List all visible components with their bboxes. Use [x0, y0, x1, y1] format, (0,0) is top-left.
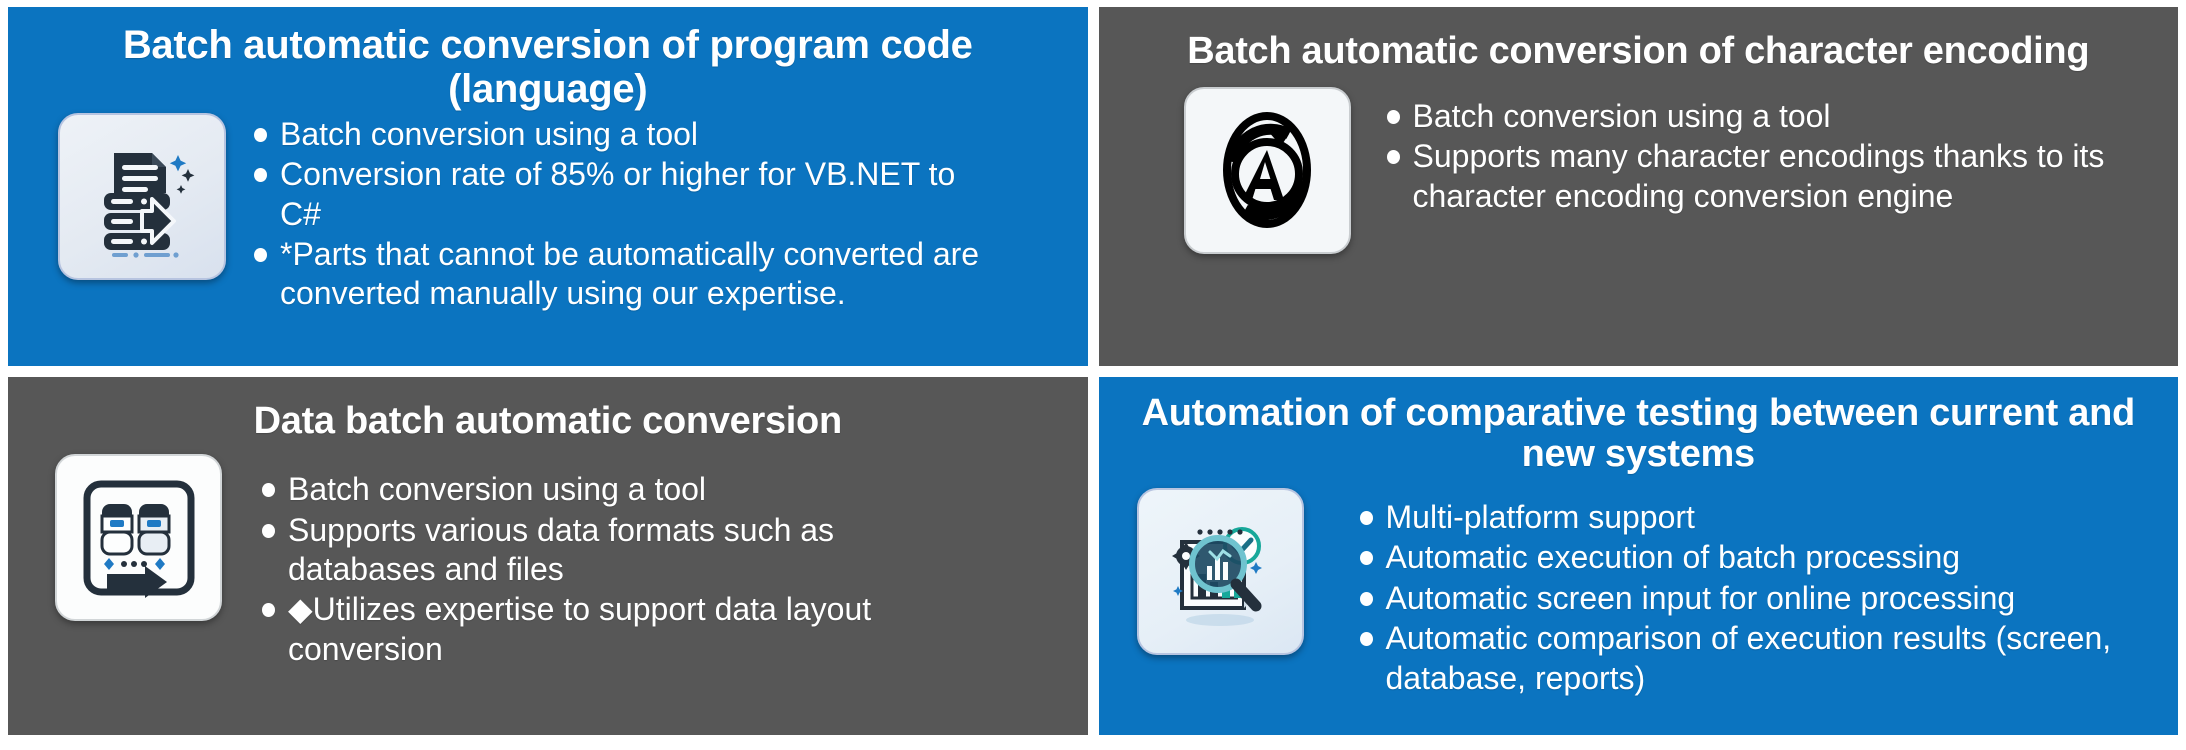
- feature-panel-grid: Batch automatic conversion of program co…: [8, 7, 2178, 735]
- panel-body: Batch conversion using a tool Conversion…: [8, 109, 1088, 366]
- list-item: Automatic execution of batch processing: [1356, 538, 2116, 577]
- list-item: Batch conversion using a tool: [250, 115, 980, 154]
- list-item: Automatic screen input for online proces…: [1356, 579, 2116, 618]
- panel-bullet-list: Batch conversion using a tool Supports m…: [1383, 97, 2143, 217]
- list-item: Multi-platform support: [1356, 498, 2116, 537]
- panel-title: Automation of comparative testing betwee…: [1141, 391, 2136, 476]
- panel-body: Batch conversion using a tool Supports m…: [1099, 75, 2179, 366]
- letter-a-cycle-icon: [1183, 86, 1351, 254]
- panel-title: Batch automatic conversion of character …: [1187, 30, 2090, 72]
- panel-body: Multi-platform support Automatic executi…: [1099, 476, 2179, 735]
- chart-magnifier-check-icon: [1136, 488, 1304, 656]
- panel-title: Data batch automatic conversion: [253, 399, 843, 442]
- document-code-convert-icon: [58, 113, 226, 280]
- database-transfer-icon: [55, 454, 222, 622]
- list-item: Conversion rate of 85% or higher for VB.…: [250, 155, 980, 234]
- list-item: Batch conversion using a tool: [258, 470, 938, 509]
- panel-program-code-conversion: Batch automatic conversion of program co…: [8, 7, 1088, 366]
- list-item: Batch conversion using a tool: [1383, 97, 2143, 136]
- list-item: Supports various data formats such as da…: [258, 511, 938, 590]
- panel-title: Batch automatic conversion of program co…: [122, 23, 973, 111]
- panel-data-batch-conversion: Data batch automatic conversion: [8, 376, 1088, 735]
- panel-comparative-testing-automation: Automation of comparative testing betwee…: [1098, 376, 2179, 735]
- panel-bullet-list: Batch conversion using a tool Supports v…: [258, 470, 938, 670]
- list-item: Supports many character encodings thanks…: [1383, 137, 2143, 216]
- list-item: ◆Utilizes expertise to support data layo…: [258, 590, 938, 669]
- panel-body: Batch conversion using a tool Supports v…: [8, 448, 1088, 735]
- panel-character-encoding-conversion: Batch automatic conversion of character …: [1098, 7, 2179, 366]
- list-item: *Parts that cannot be automatically conv…: [250, 235, 980, 314]
- list-item: Automatic comparison of execution result…: [1356, 619, 2116, 698]
- panel-bullet-list: Batch conversion using a tool Conversion…: [250, 115, 980, 315]
- panel-bullet-list: Multi-platform support Automatic executi…: [1356, 498, 2116, 699]
